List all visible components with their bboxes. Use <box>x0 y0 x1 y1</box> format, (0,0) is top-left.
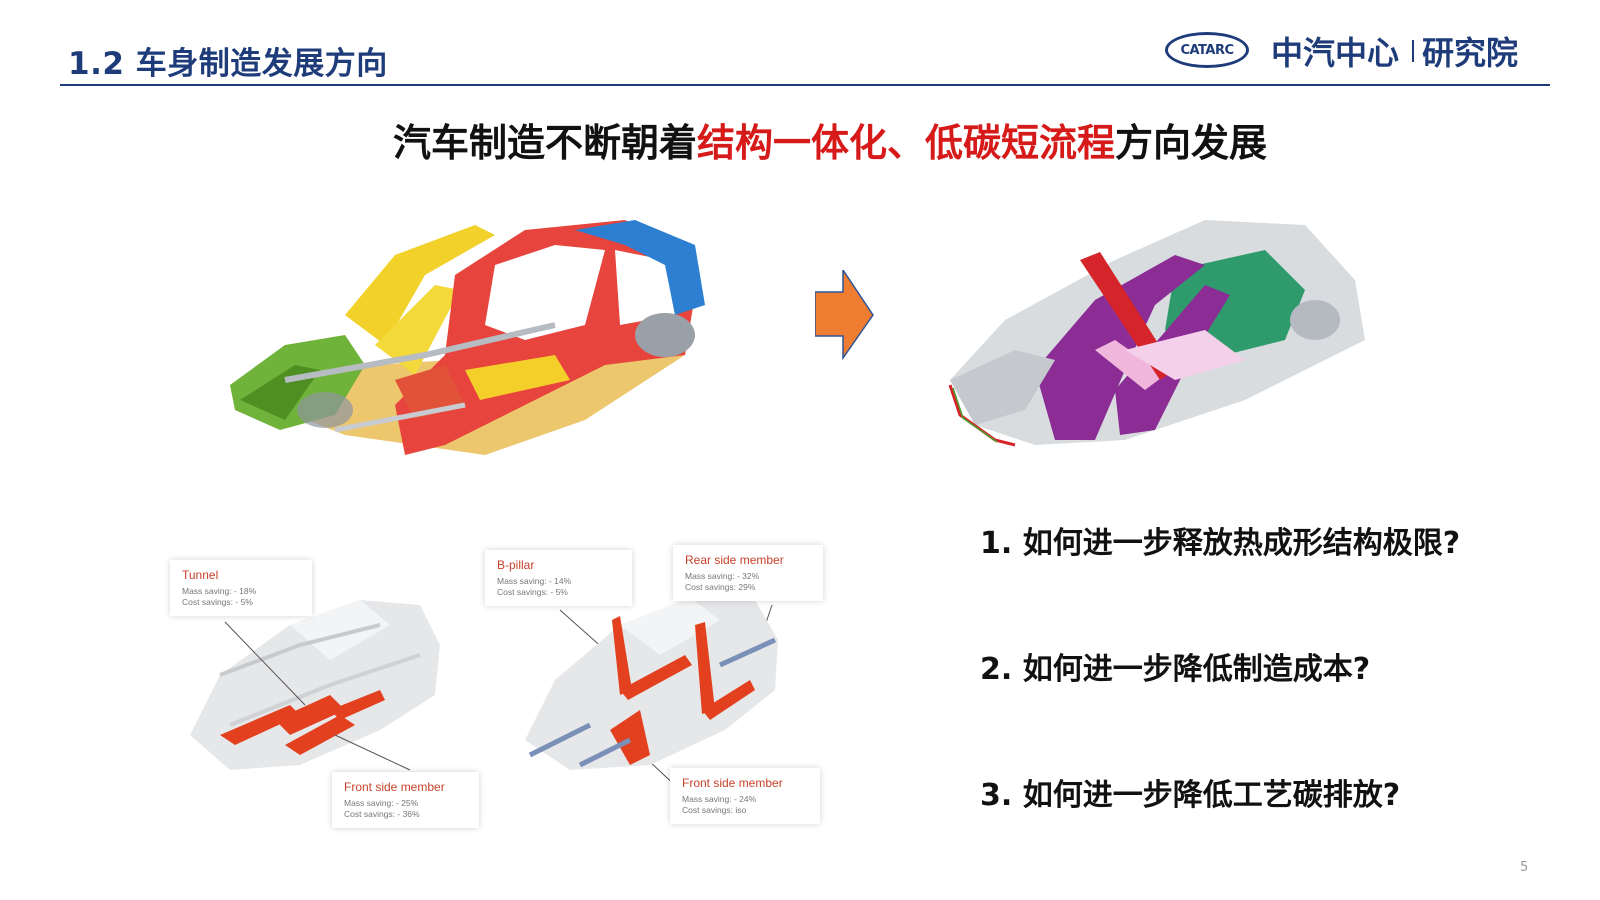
logo-dept-name: 研究院 <box>1422 34 1519 72</box>
catarc-logo: CATARC 中汽中心 研究院 <box>1165 26 1545 76</box>
multicolor-car-body-icon <box>225 205 715 475</box>
logo-mark: CATARC <box>1180 42 1234 58</box>
callout-b-pillar: B-pillar Mass saving: - 14% Cost savings… <box>485 550 632 606</box>
logo-org-name: 中汽中心 <box>1271 34 1400 72</box>
callout-front-side-member-2: Front side member Mass saving: - 24% Cos… <box>670 768 820 824</box>
callout-title: Front side member <box>682 776 783 790</box>
headline-highlight-integration: 结构一体化 <box>696 121 887 165</box>
car-body-tunnel-icon <box>180 585 450 780</box>
header-divider <box>60 84 1550 86</box>
callout-cost-savings: Cost savings: - 5% <box>497 587 568 597</box>
integrated-car-body-icon <box>945 210 1375 455</box>
callout-mass-saving: Mass saving: - 14% <box>497 576 572 586</box>
callout-front-side-member-1: Front side member Mass saving: - 25% Cos… <box>332 772 479 828</box>
catarc-logo-icon: CATARC <box>1165 32 1249 68</box>
headline-separator: 、 <box>886 121 925 165</box>
callout-cost-savings: Cost savings: - 36% <box>344 809 420 819</box>
callout-cost-savings: Cost savings: iso <box>682 805 747 815</box>
question-1: 1. 如何进一步释放热成形结构极限? <box>980 526 1461 561</box>
callout-mass-saving: Mass saving: - 25% <box>344 798 419 808</box>
logo-separator <box>1412 40 1414 62</box>
callout-mass-saving: Mass saving: - 18% <box>182 586 257 596</box>
callout-title: Front side member <box>344 780 445 794</box>
callout-title: B-pillar <box>497 558 535 572</box>
callout-rear-side-member: Rear side member Mass saving: - 32% Cost… <box>673 545 823 601</box>
headline-part2: 方向发展 <box>1115 121 1268 165</box>
car-body-bpillar-icon <box>520 580 790 780</box>
callout-title: Tunnel <box>182 568 219 582</box>
callout-cost-savings: Cost savings: 29% <box>685 582 756 592</box>
question-2: 2. 如何进一步降低制造成本? <box>980 652 1371 687</box>
callout-cost-savings: Cost savings: - 5% <box>182 597 253 607</box>
callout-tunnel: Tunnel Mass saving: - 18% Cost savings: … <box>170 560 312 616</box>
section-title: 1.2 车身制造发展方向 <box>68 46 388 82</box>
question-3: 3. 如何进一步降低工艺碳排放? <box>980 778 1401 813</box>
headline-part1: 汽车制造不断朝着 <box>392 121 697 165</box>
callout-mass-saving: Mass saving: - 32% <box>685 571 760 581</box>
callout-mass-saving: Mass saving: - 24% <box>682 794 757 804</box>
callout-title: Rear side member <box>685 553 784 567</box>
headline: 汽车制造不断朝着结构一体化、低碳短流程方向发展 <box>0 112 1600 167</box>
page-number: 5 <box>1520 860 1529 875</box>
right-arrow-icon <box>814 267 875 364</box>
headline-highlight-lowcarbon: 低碳短流程 <box>925 121 1116 165</box>
